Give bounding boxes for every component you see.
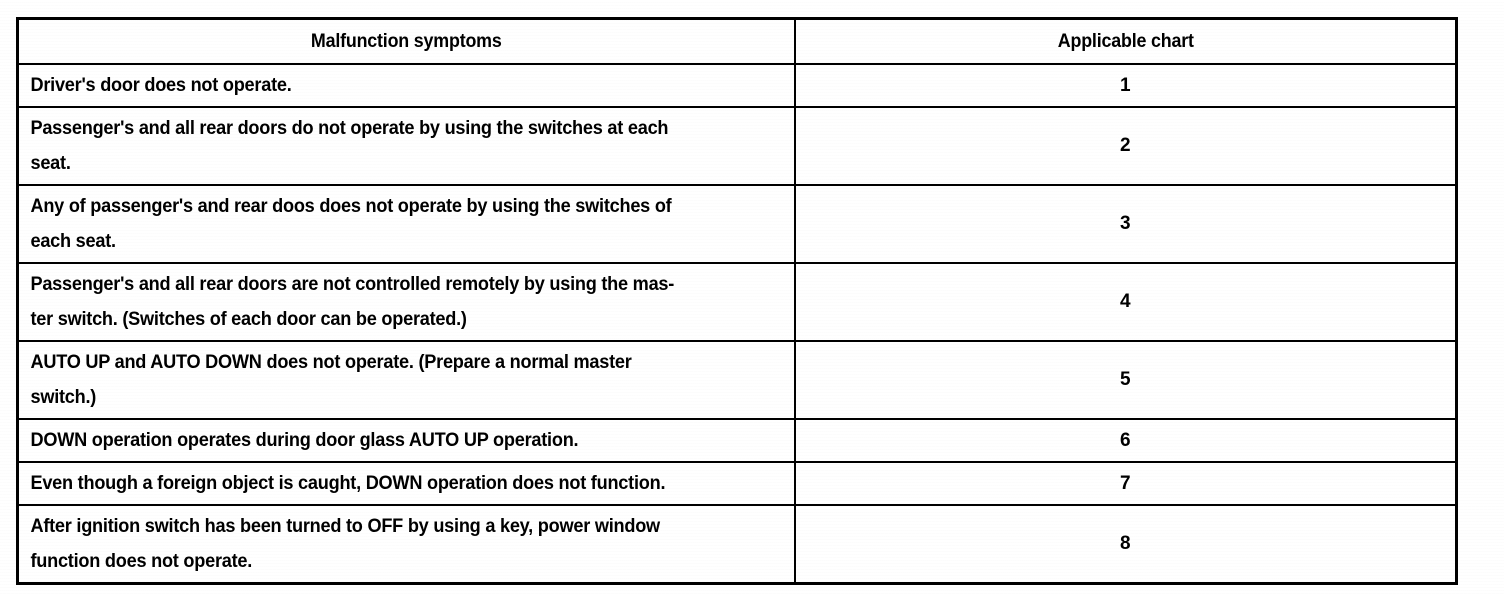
table-row: Even though a foreign object is caught, … bbox=[16, 461, 1458, 506]
table-header-row: Malfunction symptoms Applicable chart bbox=[16, 17, 1458, 65]
applicable-chart-cell: 6 bbox=[793, 418, 1458, 463]
symptom-text: Any of passenger's and rear doos does no… bbox=[30, 196, 672, 252]
table-row: Passenger's and all rear doors are not c… bbox=[16, 262, 1458, 342]
applicable-chart-number: 6 bbox=[1119, 429, 1131, 451]
column-header-malfunction-symptoms: Malfunction symptoms bbox=[16, 17, 796, 65]
symptom-text: Driver's door does not operate. bbox=[30, 75, 292, 96]
applicable-chart-number: 8 bbox=[1119, 533, 1131, 554]
symptom-text: After ignition switch has been turned to… bbox=[30, 516, 660, 572]
applicable-chart-cell: 4 bbox=[793, 262, 1458, 342]
column-header-applicable-chart-label: Applicable chart bbox=[1057, 30, 1194, 52]
symptom-cell: Passenger's and all rear doors are not c… bbox=[16, 262, 796, 342]
malfunction-symptom-table: Malfunction symptoms Applicable chart Dr… bbox=[16, 17, 1458, 585]
symptom-cell: Driver's door does not operate. bbox=[16, 63, 796, 108]
symptom-text: Even though a foreign object is caught, … bbox=[30, 473, 666, 494]
applicable-chart-number: 5 bbox=[1119, 369, 1131, 390]
table-header: Malfunction symptoms Applicable chart bbox=[16, 17, 1458, 65]
table-body: Driver's door does not operate. 1 Passen… bbox=[16, 63, 1458, 585]
symptom-text: DOWN operation operates during door glas… bbox=[30, 430, 579, 451]
symptom-cell: After ignition switch has been turned to… bbox=[16, 504, 796, 585]
symptom-text: Passenger's and all rear doors do not op… bbox=[30, 118, 669, 174]
table-row: Any of passenger's and rear doos does no… bbox=[16, 184, 1458, 264]
table-row: Passenger's and all rear doors do not op… bbox=[16, 106, 1458, 186]
symptom-cell: Any of passenger's and rear doos does no… bbox=[16, 184, 796, 264]
applicable-chart-number: 7 bbox=[1119, 472, 1131, 494]
table-row: AUTO UP and AUTO DOWN does not operate. … bbox=[16, 340, 1458, 420]
applicable-chart-cell: 1 bbox=[793, 63, 1458, 108]
applicable-chart-number: 1 bbox=[1119, 74, 1131, 96]
table-row: DOWN operation operates during door glas… bbox=[16, 418, 1458, 463]
applicable-chart-cell: 3 bbox=[793, 184, 1458, 264]
table-row: After ignition switch has been turned to… bbox=[16, 504, 1458, 585]
symptom-text: AUTO UP and AUTO DOWN does not operate. … bbox=[30, 352, 632, 408]
symptom-cell: Passenger's and all rear doors do not op… bbox=[16, 106, 796, 186]
applicable-chart-cell: 8 bbox=[793, 504, 1458, 585]
table-row: Driver's door does not operate. 1 bbox=[16, 63, 1458, 108]
applicable-chart-cell: 7 bbox=[793, 461, 1458, 506]
symptom-cell: Even though a foreign object is caught, … bbox=[16, 461, 796, 506]
applicable-chart-number: 4 bbox=[1119, 291, 1131, 312]
column-header-applicable-chart: Applicable chart bbox=[793, 17, 1458, 65]
applicable-chart-cell: 2 bbox=[793, 106, 1458, 186]
applicable-chart-number: 2 bbox=[1119, 135, 1131, 156]
column-header-malfunction-symptoms-label: Malfunction symptoms bbox=[310, 30, 502, 52]
applicable-chart-cell: 5 bbox=[793, 340, 1458, 420]
symptom-cell: AUTO UP and AUTO DOWN does not operate. … bbox=[16, 340, 796, 420]
symptom-cell: DOWN operation operates during door glas… bbox=[16, 418, 796, 463]
applicable-chart-number: 3 bbox=[1119, 213, 1131, 234]
symptom-text: Passenger's and all rear doors are not c… bbox=[30, 274, 675, 330]
